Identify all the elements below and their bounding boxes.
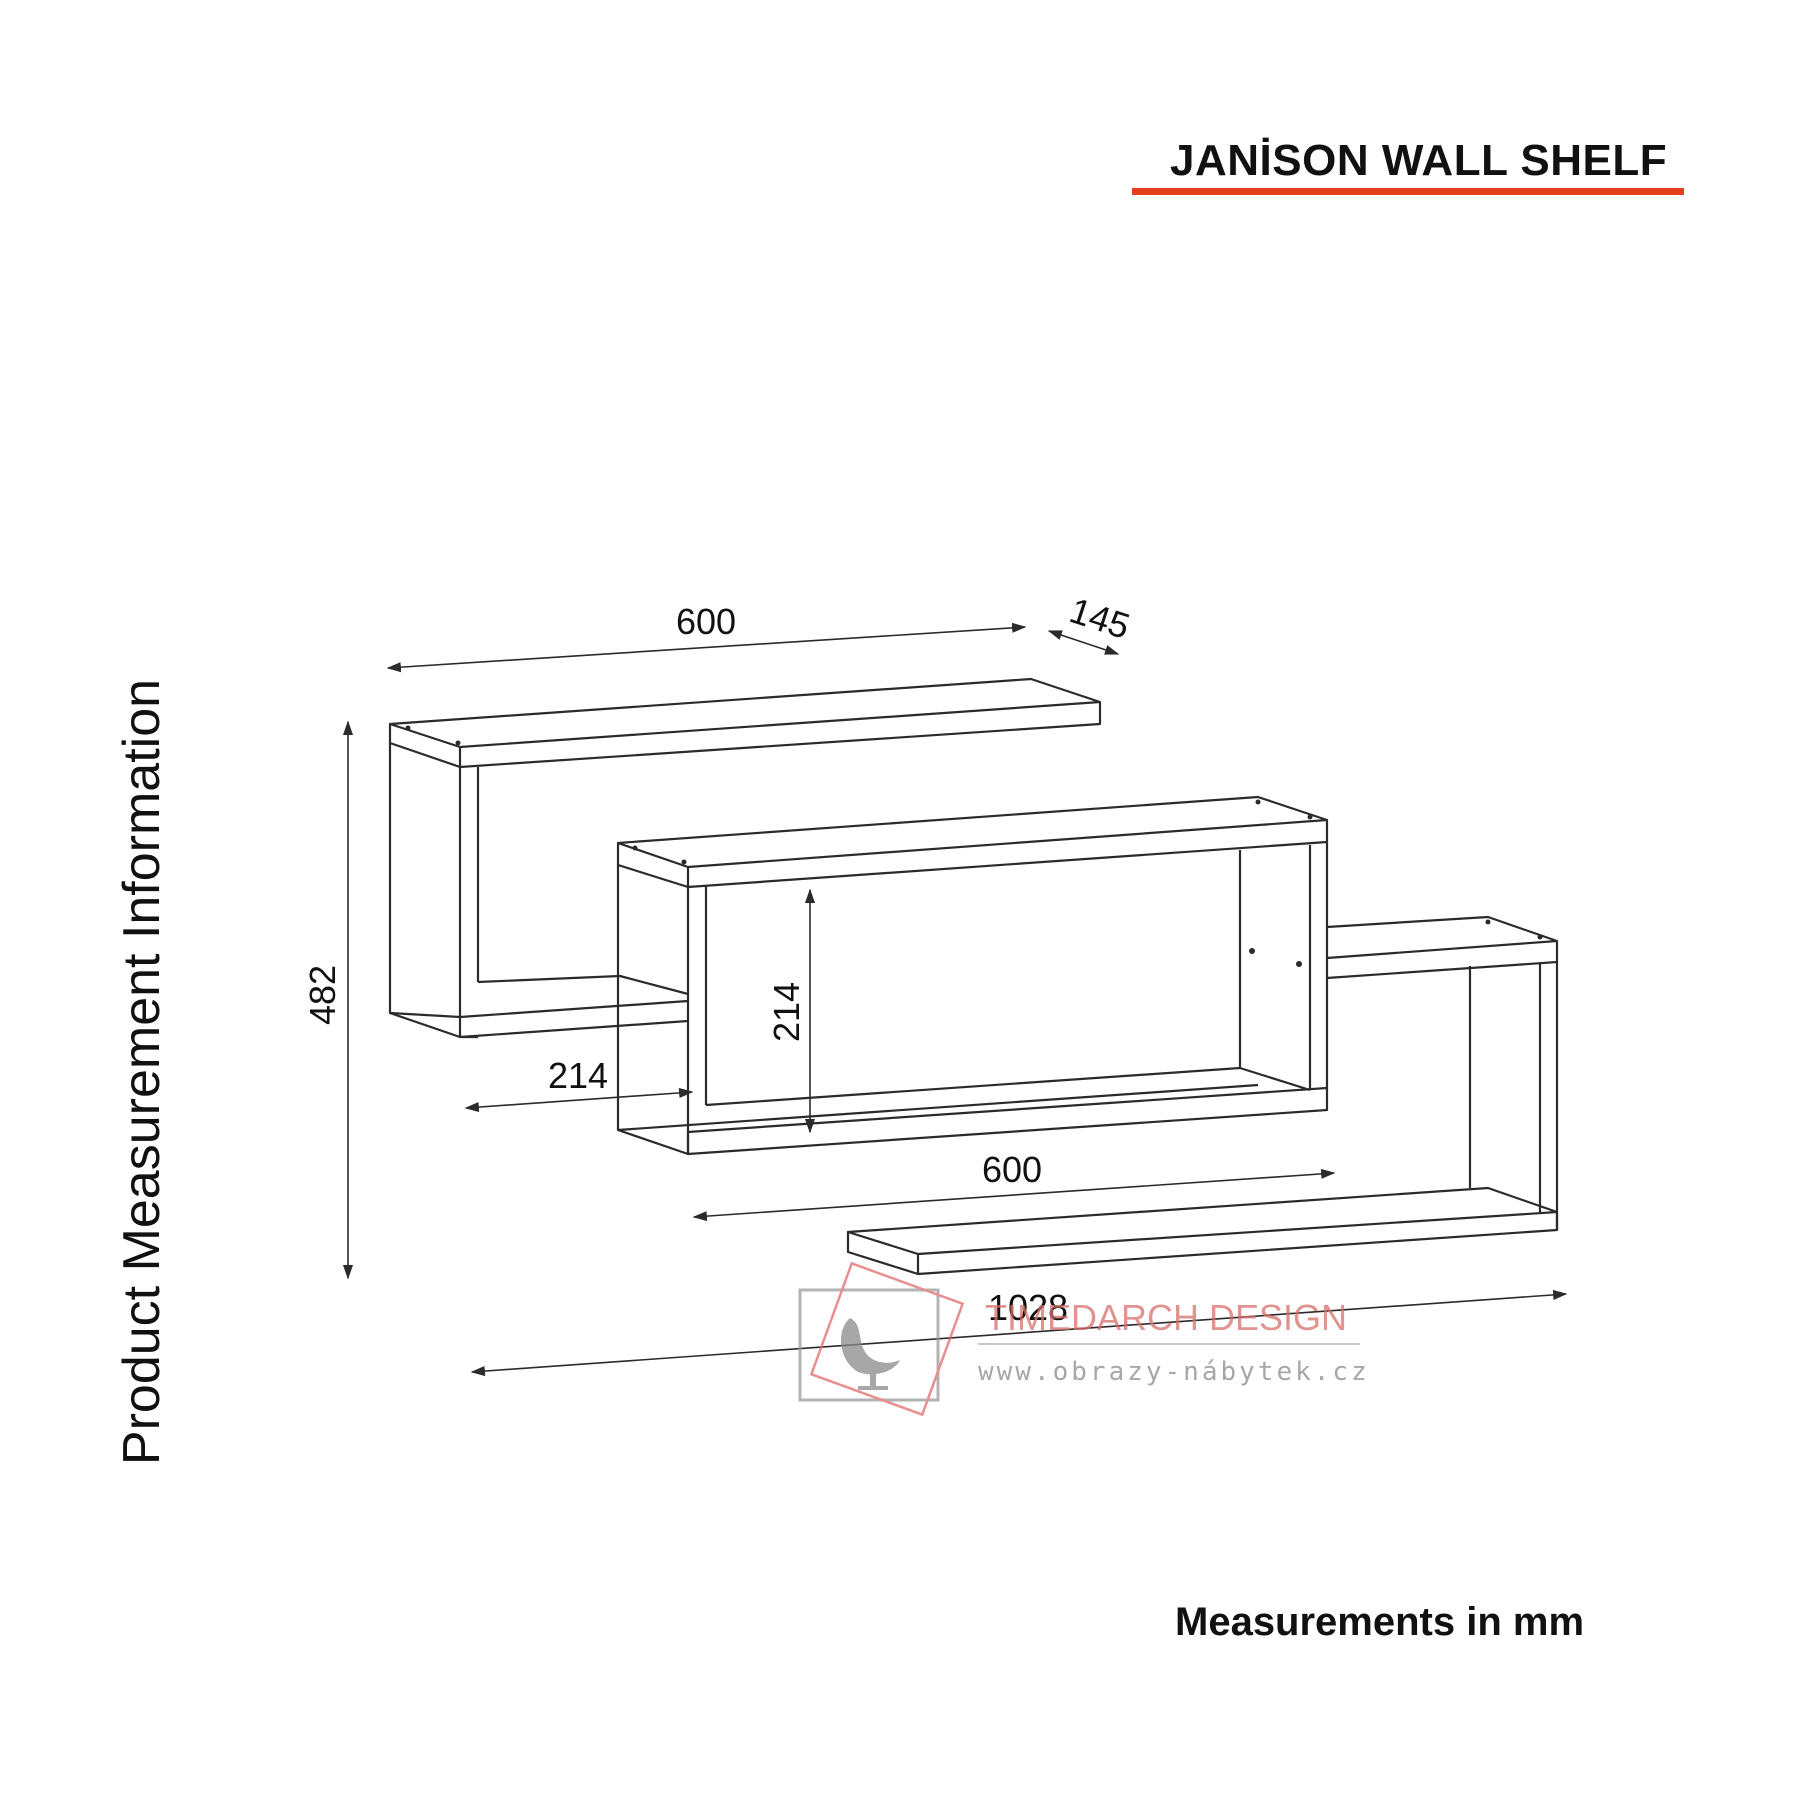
- middle-box-top: [616, 795, 1329, 889]
- middle-box-bottom: [617, 1066, 1329, 1156]
- dim-line-bottom-width: [692, 1168, 1336, 1222]
- product-title: JANİSON WALL SHELF: [1170, 136, 1668, 185]
- mount-hole-2: [1296, 961, 1302, 967]
- title-underline: [1132, 188, 1684, 195]
- lower-plank: [846, 1186, 1559, 1276]
- mount-hole-1: [1249, 948, 1255, 954]
- dim-line-left-width: [464, 1087, 694, 1113]
- dim-inner-height: 214: [766, 982, 807, 1042]
- top-plank: [388, 677, 1102, 769]
- dim-line-depth: [1047, 630, 1120, 655]
- dim-total-width: 1028: [988, 1287, 1068, 1328]
- watermark-frame: [798, 1288, 940, 1402]
- dowel-dot: [632, 845, 638, 851]
- watermark-frame-red: [809, 1261, 965, 1417]
- dim-depth: 145: [1065, 589, 1135, 647]
- right-upright: [1468, 962, 1559, 1230]
- dim-top-width: 600: [676, 601, 736, 642]
- watermark: TIMEDARCH DESIGN www.obrazy-nábytek.cz: [798, 1261, 1370, 1417]
- dim-total-height: 482: [302, 965, 343, 1025]
- dowel-dot: [1307, 814, 1313, 820]
- watermark-brand: TIMEDARCH DESIGN: [985, 1297, 1347, 1338]
- middle-box-right: [1238, 842, 1329, 1090]
- dim-line-top-width: [386, 622, 1027, 673]
- dowel-dot: [405, 725, 411, 731]
- left-upright: [388, 743, 480, 1039]
- egg-chair-icon: [840, 1318, 900, 1390]
- dimension-labels: 600 145 482 214 214 600 1028: [302, 589, 1135, 1328]
- shelf-outline: [388, 677, 1559, 1276]
- middle-box-left: [616, 865, 708, 1156]
- dim-left-width: 214: [548, 1055, 608, 1096]
- dim-line-total-width: [470, 1289, 1568, 1377]
- dowel-dot: [455, 740, 461, 746]
- dim-bottom-width: 600: [982, 1149, 1042, 1190]
- right-top-plank: [1326, 915, 1559, 980]
- upper-bottom-plank: [389, 974, 689, 1039]
- dowel-dot: [1255, 799, 1261, 805]
- watermark-url: www.obrazy-nábytek.cz: [978, 1357, 1370, 1387]
- measurement-note: Measurements in mm: [1175, 1600, 1585, 1644]
- dowel-dot: [681, 859, 687, 865]
- dimension-lines: [342, 622, 1568, 1377]
- dowel-dot: [1485, 919, 1491, 925]
- dowel-dot: [1537, 934, 1543, 940]
